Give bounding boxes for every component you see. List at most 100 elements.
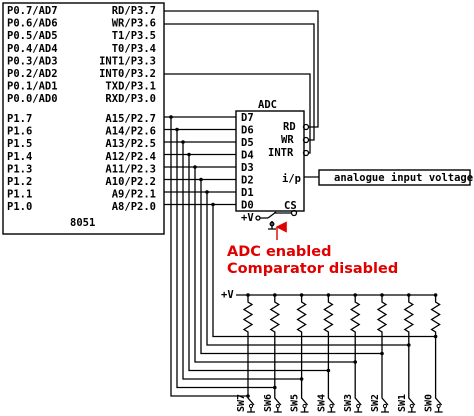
mcu-left-pin-label: P1.4 [7,151,32,163]
mcu-left-pin-label: P1.1 [7,189,32,201]
analog-input-label: analogue input voltage [334,172,473,184]
wr-bubble [302,136,310,144]
switch-contact-dot [382,403,388,409]
adc-data-pin-label: D0 [241,200,254,212]
switch-contact [354,362,363,413]
pullup-resistor [242,295,254,396]
analog-input-box [318,169,471,186]
wire-intr [164,73,311,154]
switch-contact-dot [356,403,361,409]
mcu-right-pin-label: A11/P2.3 [105,163,156,175]
mcu-right-pin-label: INT1/P3.3 [99,55,156,67]
switch-contact-dot [329,403,334,409]
switch-label: SW7 [236,394,247,412]
adc-data-pin-label: D4 [241,150,254,162]
cs-switch-wire [260,212,292,219]
pullup-resistor [269,295,281,388]
switch-label: SW1 [397,394,408,412]
pullup-resistor [430,295,441,337]
mcu-right-pin-label: WR/P3.6 [112,18,156,30]
switch-contact-dot [248,403,254,409]
switch-contact [273,387,282,413]
mcu-left-pin-label: P0.3/AD3 [7,55,58,67]
mcu-left-pin-label: P0.4/AD4 [7,43,58,55]
mcu-right-pin-label: INT0/P3.2 [99,68,156,80]
note-line2: Comparator disabled [227,261,398,277]
adc-data-pin-label: D6 [241,125,254,137]
bus-tap [170,117,248,397]
mcu-left-pin-label: P1.5 [7,138,32,150]
switch-contact-dot [302,403,307,409]
switch-label: SW0 [424,394,435,412]
switch-label: SW4 [316,394,327,412]
switch-contact-dot [275,403,280,409]
bus-tap [212,204,436,338]
adc-data-pin-label: D3 [241,162,254,174]
mcu-name: 8051 [70,217,95,229]
adc-pin-wr: WR [281,134,294,146]
mcu-right-pin-label: A10/P2.2 [105,176,156,188]
mcu-right-pin-label: RD/P3.7 [112,5,156,17]
mcu-right-pin-label: A9/P2.1 [112,189,156,201]
mcu-left-pin-label: P0.0/AD0 [7,93,58,105]
cs-switch-blade [267,211,277,219]
adc-name: ADC [258,99,277,111]
adc-pin-intr: INTR [268,147,294,159]
adc-pin-rd: RD [283,121,296,133]
wire-wr [164,23,315,141]
mcu-right-pin-label: A14/P2.6 [105,126,156,138]
pullup-resistor [296,295,307,379]
adc-body [235,110,305,212]
note-line1: ADC enabled [227,244,331,260]
adc-pin-ip: i/p [282,173,301,185]
adc-data-pin-label: D2 [241,175,254,187]
bus-tap [200,179,382,355]
adc-pin-cs: CS [284,200,297,212]
mcu-right-pin-label: A15/P2.7 [105,113,156,125]
mcu-left-pin-label: P1.6 [7,126,32,138]
switch-contact [381,353,389,413]
switch-contact [300,379,309,413]
switch-contact-dot [409,403,414,409]
bus-tap [188,154,329,372]
wire-rd [164,10,319,128]
switch-contact [247,396,255,413]
mcu-right-pin-label: A8/P2.0 [112,201,156,213]
mcu-right-pin-label: T0/P3.4 [112,43,156,55]
switch-contact [327,370,336,413]
switch-vcc-label: +V [221,289,234,301]
mcu-left-pin-label: P1.2 [7,176,32,188]
mcu-8051-body [2,2,165,235]
mcu-right-pin-label: TXD/P3.1 [105,81,156,93]
mcu-left-pin-label: P0.2/AD2 [7,68,58,80]
switch-label: SW5 [290,394,301,412]
mcu-left-pin-label: P1.3 [7,163,32,175]
mcu-left-pin-label: P0.7/AD7 [7,5,58,17]
switch-label: SW3 [343,394,354,412]
pullup-resistor [403,295,415,345]
pullup-resistor [349,295,361,362]
bus-tap [176,129,275,389]
adc-data-pin-label: D1 [241,187,254,199]
adc-data-pin-label: D5 [241,137,254,149]
bus-tap [206,192,409,346]
rd-bubble [302,123,310,131]
pullup-resistor [323,295,334,371]
bus-tap [182,142,302,380]
mcu-left-pin-label: P1.7 [7,113,32,125]
switch-contact-dot [436,403,441,409]
mcu-right-pin-label: A13/P2.5 [105,138,156,150]
switch-contact [407,345,416,413]
mcu-left-pin-label: P0.6/AD6 [7,18,58,30]
pullup-resistor [376,295,388,354]
mcu-left-pin-label: P0.1/AD1 [7,81,58,93]
cs-switch-contact-vcc [255,215,261,221]
switch-label: SW2 [370,394,381,412]
mcu-left-pin-label: P0.5/AD5 [7,30,58,42]
adc-data-pin-label: D7 [241,112,254,124]
mcu-right-pin-label: T1/P3.5 [112,30,156,42]
mcu-right-pin-label: A12/P2.4 [105,151,156,163]
switch-label: SW6 [263,394,274,412]
